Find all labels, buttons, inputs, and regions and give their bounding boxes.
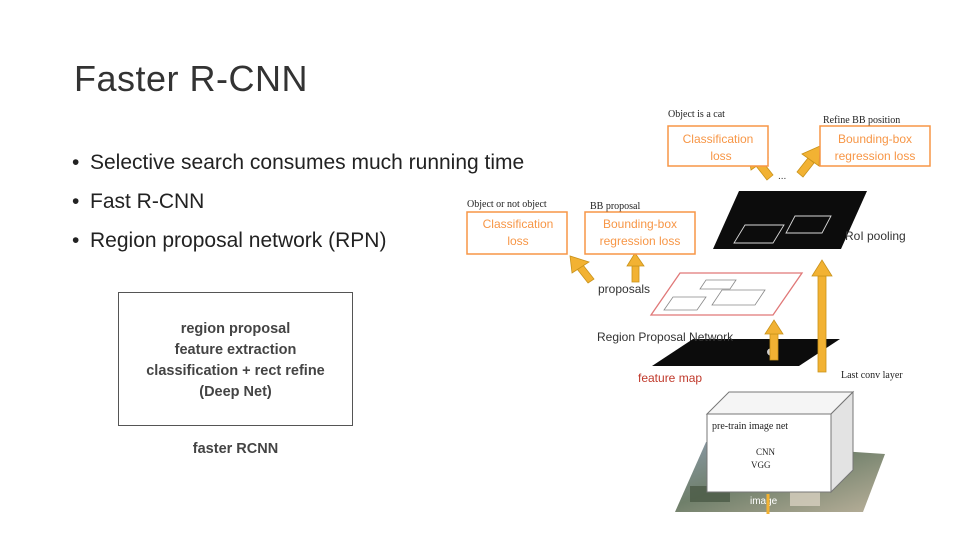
pipeline-step: region proposal bbox=[180, 321, 291, 337]
proposal-box bbox=[663, 296, 707, 311]
top-bb-arrow-shaft bbox=[796, 157, 815, 178]
refine-bb-label: Refine BB position bbox=[823, 115, 900, 126]
bb-proposal-label: BB proposal bbox=[590, 201, 641, 212]
cls-loss-arrow-head bbox=[569, 255, 590, 274]
rpn-label: Region Proposal Network bbox=[597, 330, 734, 344]
top-bbox-loss-box bbox=[819, 125, 931, 167]
cnn-block-front bbox=[706, 413, 832, 493]
proposals-label: proposals bbox=[598, 282, 650, 296]
feature-map-label: feature map bbox=[638, 371, 702, 385]
pipeline-box: region proposal feature extraction class… bbox=[118, 292, 353, 426]
bullet-text: Region proposal network (RPN) bbox=[90, 229, 387, 252]
rpn-arrow-head bbox=[764, 319, 784, 335]
pretrain-label: pre-train image net bbox=[712, 421, 788, 432]
object-or-not-label: Object or not object bbox=[467, 199, 547, 210]
bb-loss-arrow-shaft bbox=[631, 265, 640, 283]
object-is-cat-label: Object is a cat bbox=[668, 109, 725, 120]
proposal-box bbox=[711, 289, 766, 306]
top-classification-loss-box bbox=[667, 125, 769, 167]
image-label: image bbox=[750, 496, 778, 507]
pipeline-caption: faster RCNN bbox=[192, 441, 279, 457]
bullet-text: Selective search consumes much running t… bbox=[90, 151, 525, 174]
bullet-text: Fast R-CNN bbox=[90, 190, 205, 213]
roi-arrow-shaft bbox=[817, 275, 827, 373]
slide-title: Faster R-CNN bbox=[74, 58, 309, 99]
proposal-box bbox=[699, 279, 737, 290]
cnn-label: CNN bbox=[756, 447, 776, 457]
rpn-classification-loss-label: loss bbox=[507, 234, 528, 248]
pipeline-step: feature extraction bbox=[174, 342, 297, 358]
rpn-classification-loss-box bbox=[466, 211, 568, 255]
rpn-bbox-loss-label: regression loss bbox=[600, 234, 681, 248]
vgg-label: VGG bbox=[751, 460, 771, 470]
rpn-bbox-loss-box bbox=[584, 211, 696, 255]
proposals-plane bbox=[649, 272, 804, 316]
top-bbox-loss-label: Bounding-box bbox=[838, 132, 912, 146]
roi-pooling-label: RoI pooling bbox=[845, 229, 906, 243]
top-classification-loss-label: loss bbox=[710, 149, 731, 163]
roi-arrow-head bbox=[811, 259, 833, 277]
bullet-list: •Selective search consumes much running … bbox=[72, 148, 524, 265]
pipeline-step: (Deep Net) bbox=[199, 384, 272, 400]
roi-box bbox=[733, 224, 785, 244]
bullet-item: •Selective search consumes much running … bbox=[72, 151, 525, 174]
rpn-arrow-shaft bbox=[769, 333, 779, 361]
top-classification-loss-label: Classification bbox=[683, 132, 754, 146]
bb-loss-arrow-head bbox=[626, 252, 645, 267]
bullet-item: •Region proposal network (RPN) bbox=[72, 229, 387, 252]
roi-feature-plane bbox=[713, 191, 867, 249]
ellipsis-label: ... bbox=[778, 171, 786, 182]
pipeline-step: classification + rect refine bbox=[146, 363, 325, 379]
roi-box bbox=[785, 215, 832, 234]
feature-map-plane bbox=[652, 339, 840, 366]
rpn-bbox-loss-label: Bounding-box bbox=[603, 217, 677, 231]
last-conv-label: Last conv layer bbox=[841, 370, 903, 381]
top-bbox-loss-label: regression loss bbox=[835, 149, 916, 163]
cnn-block-top bbox=[705, 391, 855, 415]
rpn-classification-loss-label: Classification bbox=[483, 217, 554, 231]
bullet-item: •Fast R-CNN bbox=[72, 190, 205, 213]
